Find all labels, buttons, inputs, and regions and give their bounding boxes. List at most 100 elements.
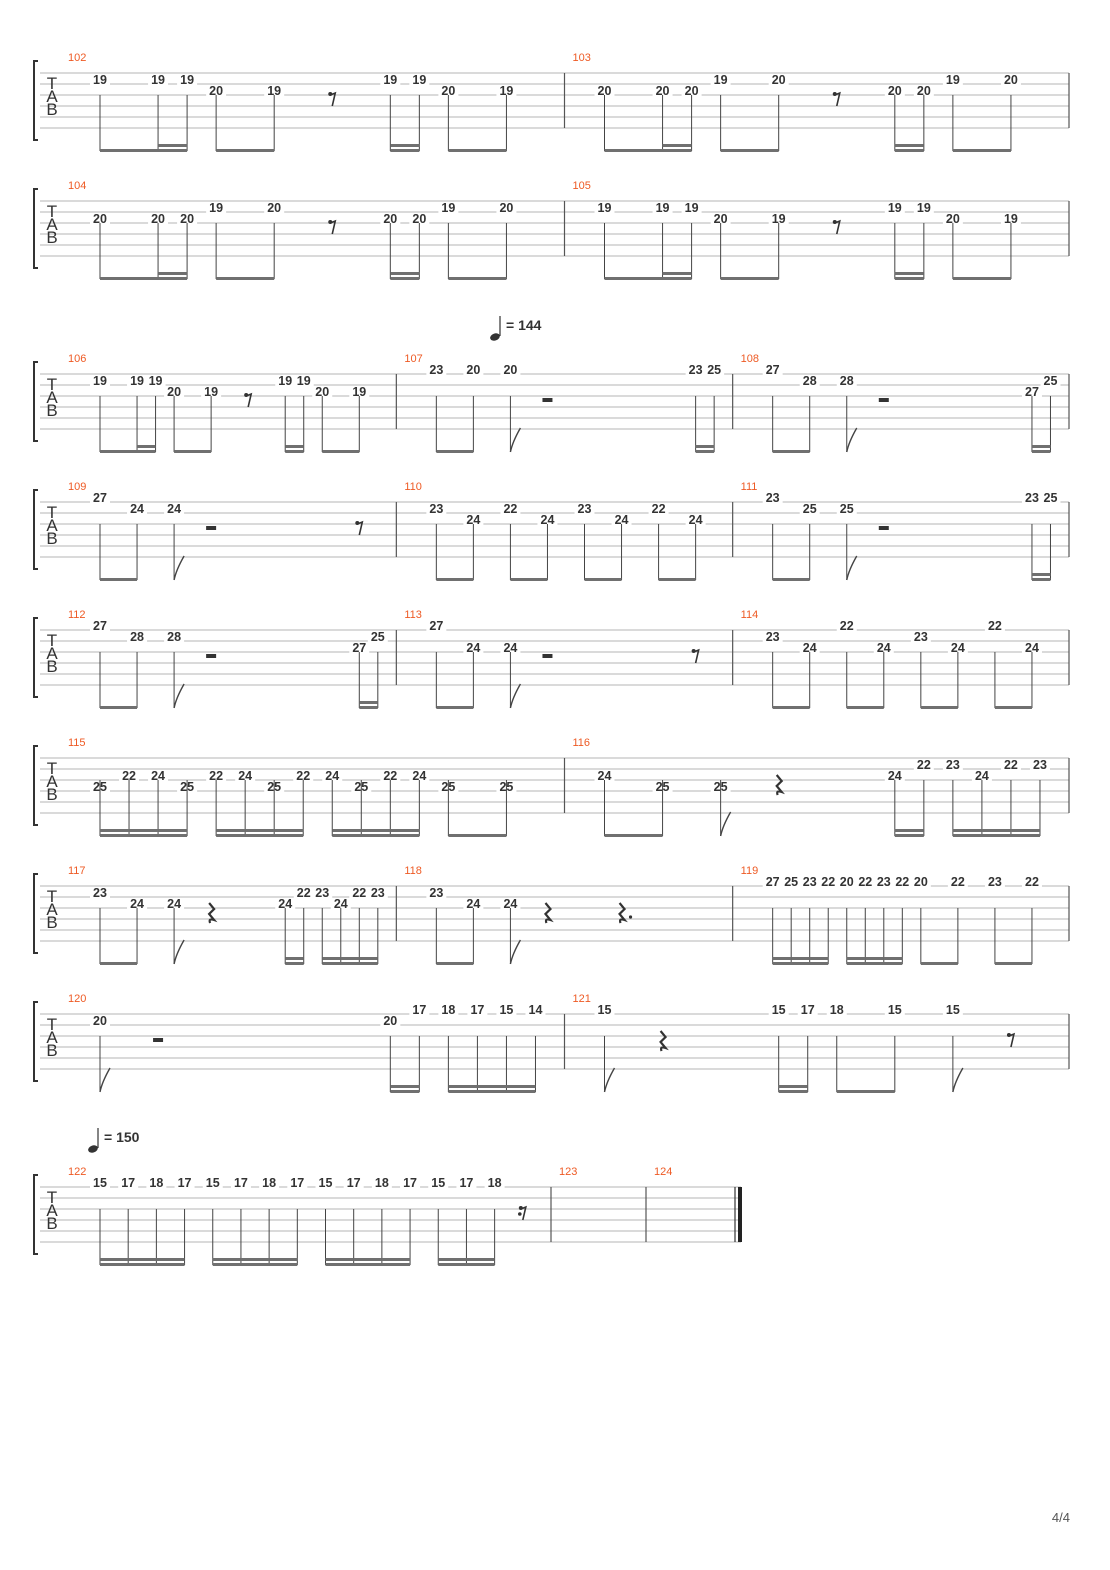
note-flag — [99, 1067, 111, 1093]
fret-bg — [293, 892, 314, 902]
tab-clef-letter: T — [47, 375, 57, 394]
fret-number: 14 — [529, 1003, 543, 1017]
fret-bg — [1000, 764, 1021, 774]
tab-clef-letter: T — [47, 202, 57, 221]
measure-number: 113 — [404, 609, 422, 621]
beam-secondary — [778, 1085, 808, 1088]
beam — [952, 149, 1011, 152]
fret-number: 22 — [1004, 758, 1018, 772]
fret-bg — [118, 1182, 139, 1192]
fret-number: 23 — [578, 502, 592, 516]
fret-bg — [984, 881, 1005, 891]
fret-number: 15 — [206, 1176, 220, 1190]
beam-secondary — [156, 1258, 185, 1261]
fret-number: 15 — [319, 1176, 333, 1190]
fret-number: 19 — [130, 374, 144, 388]
fret-number: 24 — [466, 641, 480, 655]
fret-number: 23 — [429, 502, 443, 516]
fret-number: 20 — [93, 212, 107, 226]
beam — [322, 450, 360, 453]
fret-bg — [681, 207, 702, 217]
fret-number: 24 — [334, 897, 348, 911]
beam — [448, 277, 507, 280]
fret-number: 20 — [151, 212, 165, 226]
quarter-rest — [659, 1030, 669, 1052]
tempo-mark: = 150 — [88, 1128, 140, 1153]
tab-clef-letter: T — [47, 1015, 57, 1034]
fret-bg — [648, 508, 669, 518]
fret-number: 18 — [441, 1003, 455, 1017]
staff-bracket — [33, 617, 38, 698]
beam-secondary — [381, 1258, 411, 1261]
measure-number: 112 — [68, 609, 86, 621]
tab-clef-letter: B — [46, 1041, 57, 1060]
fret-number: 17 — [234, 1176, 248, 1190]
measure-number: 117 — [68, 865, 86, 877]
fret-bg — [287, 1182, 308, 1192]
beam — [100, 450, 156, 453]
fret-number: 22 — [821, 875, 835, 889]
beam-secondary — [894, 829, 924, 832]
beam — [952, 834, 1040, 837]
tab-clef-letter: B — [46, 785, 57, 804]
beam — [584, 578, 622, 581]
fret-number: 24 — [803, 641, 817, 655]
fret-bg — [762, 636, 783, 646]
fret-number: 20 — [946, 212, 960, 226]
eighth-rest — [356, 520, 364, 536]
fret-number: 15 — [93, 1176, 107, 1190]
beam-secondary — [361, 829, 391, 832]
beam — [846, 706, 884, 709]
beam-secondary — [285, 957, 304, 960]
beam — [920, 962, 958, 965]
fret-number: 18 — [830, 1003, 844, 1017]
fret-number: 24 — [541, 513, 555, 527]
fret-bg — [259, 1182, 280, 1192]
measure-number: 109 — [68, 481, 86, 493]
staff-bracket — [33, 873, 38, 954]
quarter-rest — [618, 902, 628, 924]
measure-number: 108 — [741, 353, 759, 365]
beam — [772, 450, 810, 453]
half-rest — [206, 526, 217, 530]
beam-secondary — [466, 1258, 495, 1261]
beam — [448, 149, 507, 152]
beam — [695, 450, 715, 453]
beam — [436, 962, 474, 965]
fret-bg — [942, 764, 963, 774]
fret-number: 19 — [383, 73, 397, 87]
note-flag — [173, 683, 185, 709]
fret-bg — [426, 369, 447, 379]
eighth-rest — [834, 219, 841, 235]
tab-clef-letter: A — [46, 1028, 58, 1047]
fret-number: 23 — [429, 886, 443, 900]
beam — [920, 706, 958, 709]
fret-bg — [685, 369, 706, 379]
beam — [100, 962, 138, 965]
note-flag — [173, 939, 185, 965]
beam — [100, 149, 188, 152]
beam — [604, 834, 663, 837]
tab-clef-letter: A — [46, 772, 58, 791]
fret-number: 22 — [503, 502, 517, 516]
beam-secondary — [269, 1258, 298, 1261]
fret-number: 19 — [441, 201, 455, 215]
fret-bg — [1040, 380, 1061, 390]
fret-number: 20 — [167, 385, 181, 399]
fret-bg — [836, 380, 857, 390]
measure-124: 124 — [654, 1166, 672, 1178]
fret-bg — [1029, 764, 1050, 774]
fret-bg — [913, 207, 934, 217]
beam — [772, 706, 810, 709]
beam-secondary — [216, 829, 246, 832]
fret-number: 20 — [180, 212, 194, 226]
fret-bg — [367, 892, 388, 902]
fret-number: 25 — [371, 630, 385, 644]
beam-secondary — [158, 829, 188, 832]
